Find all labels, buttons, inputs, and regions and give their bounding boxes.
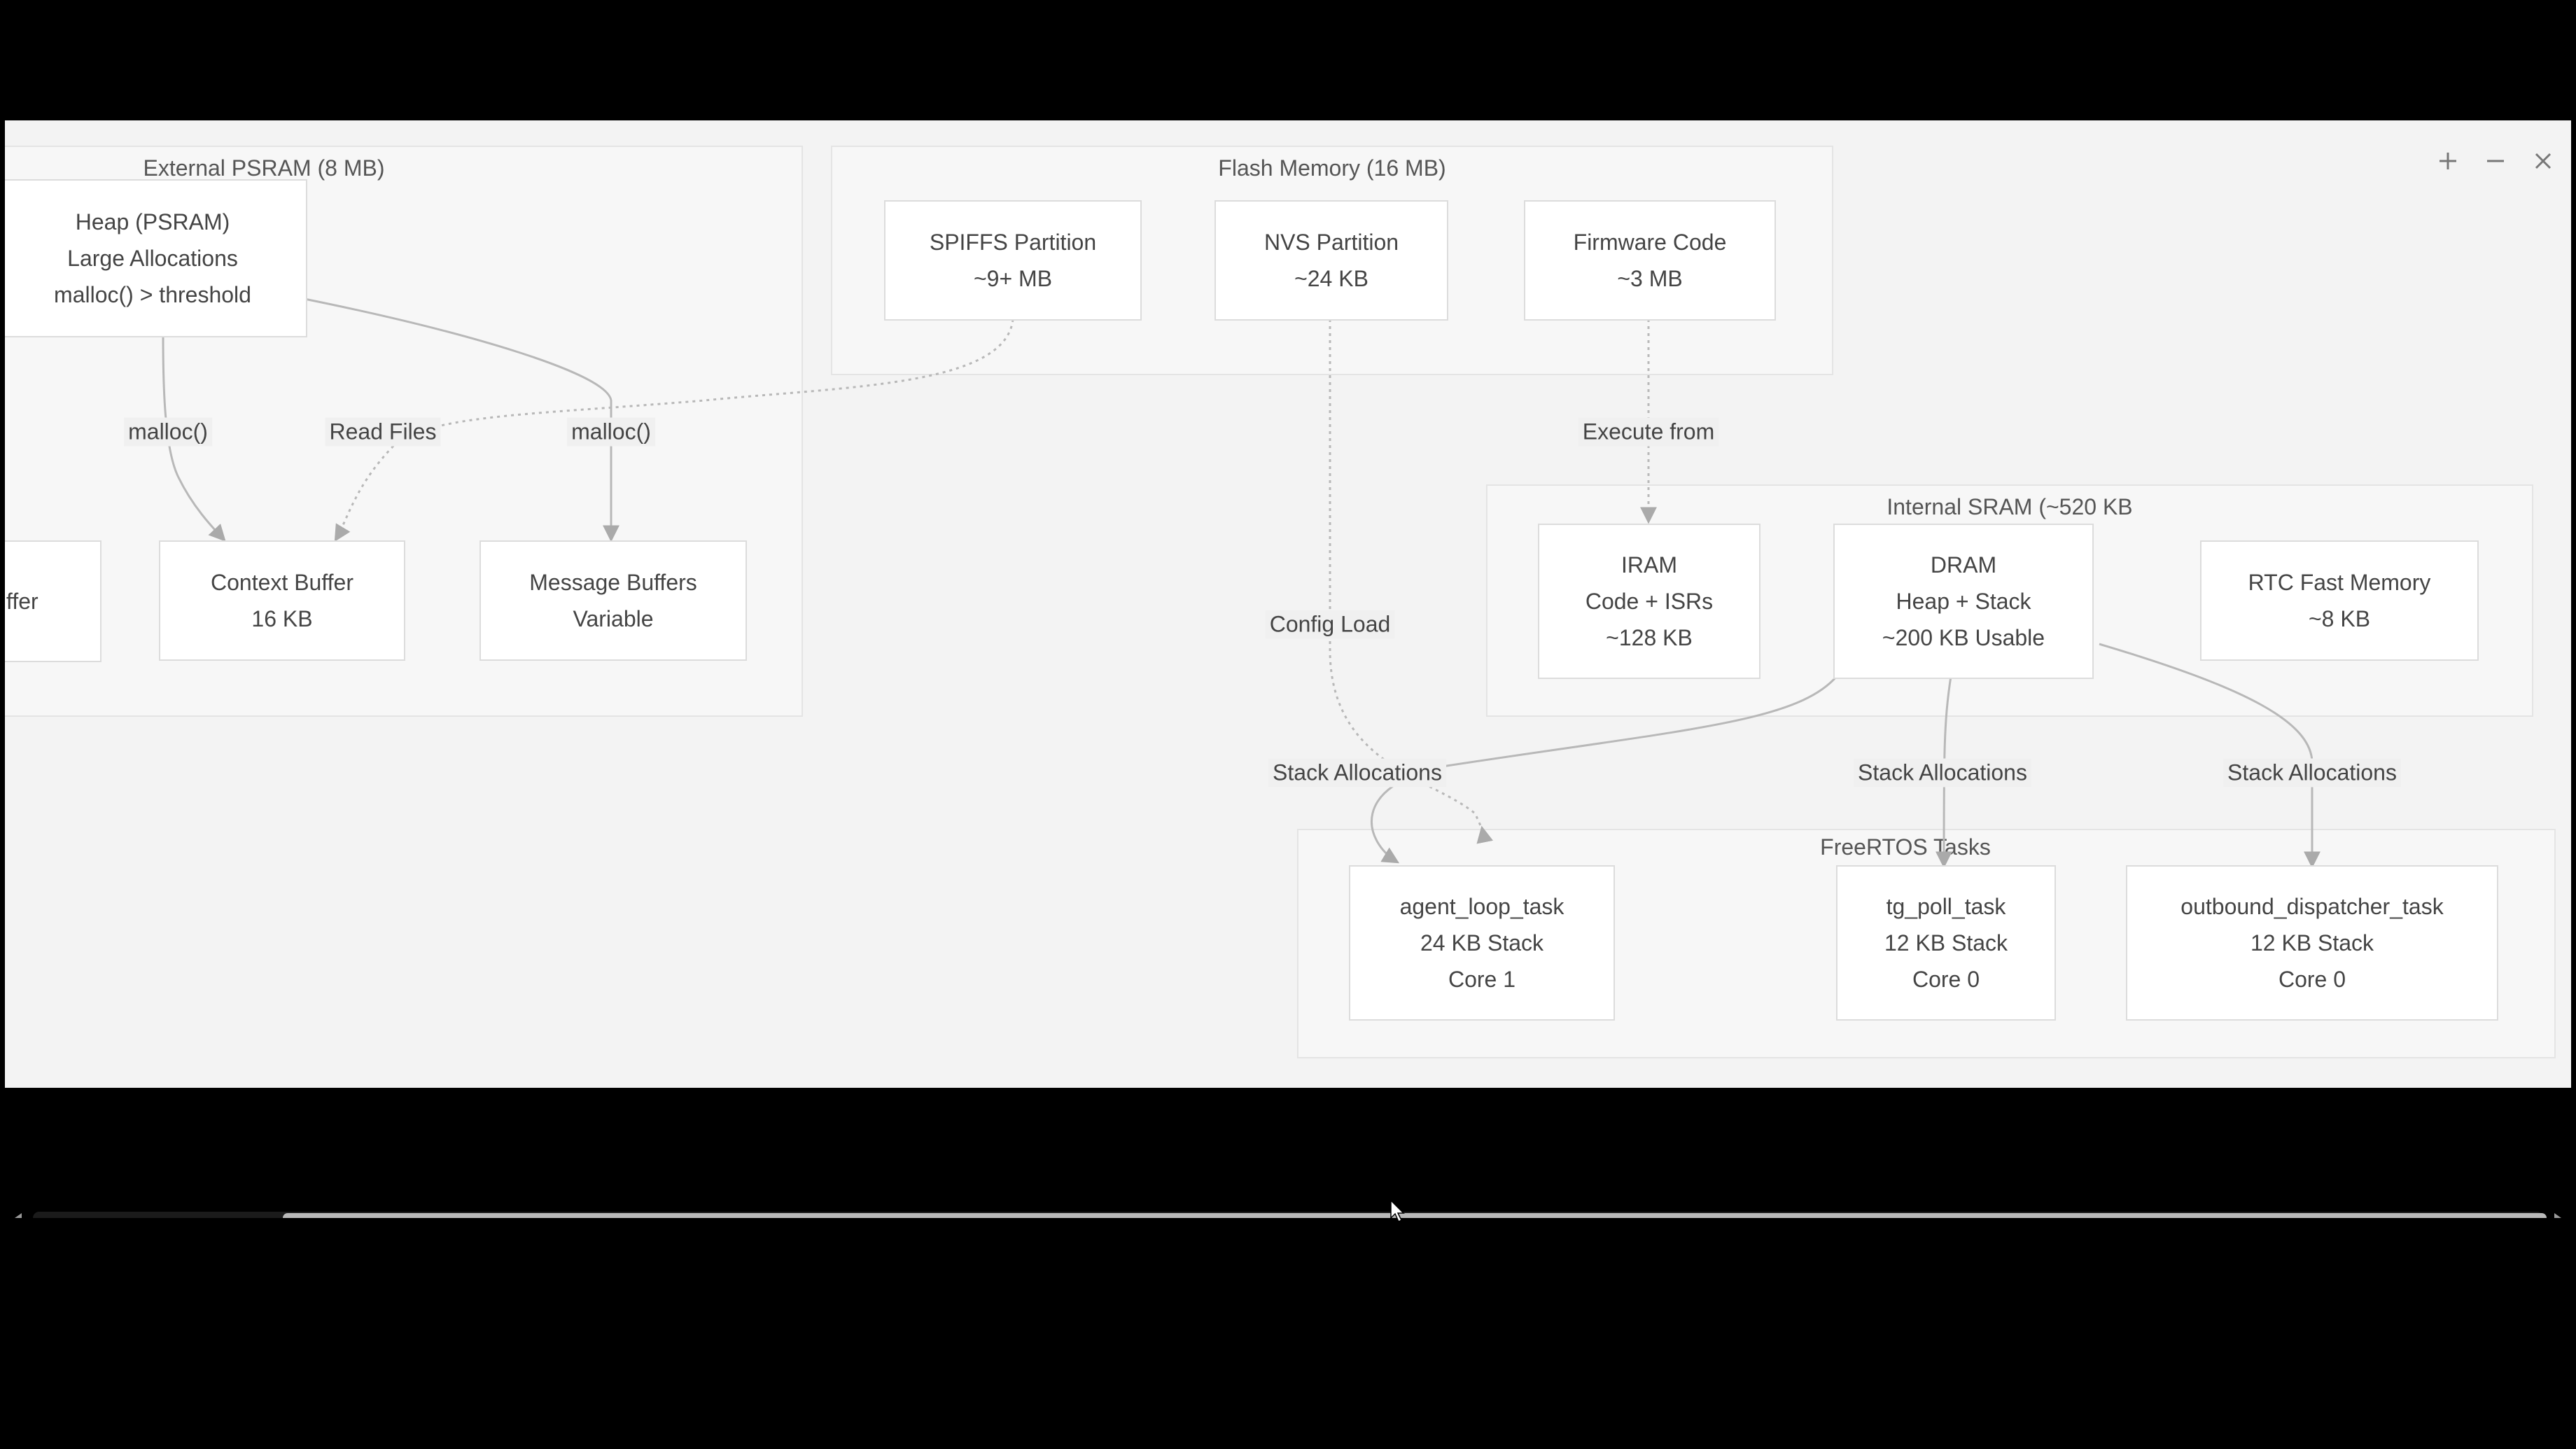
- close-icon: [2535, 153, 2552, 169]
- node-iram-line1: IRAM: [1621, 552, 1677, 578]
- node-context-buffer-line2: 16 KB: [251, 606, 313, 631]
- node-rtc-line2: ~8 KB: [2308, 606, 2371, 631]
- node-nvs[interactable]: NVS Partition ~24 KB: [1214, 200, 1448, 321]
- node-message-buffers[interactable]: Message Buffers Variable: [479, 540, 747, 661]
- node-agent-loop-line1: agent_loop_task: [1399, 894, 1564, 919]
- node-context-buffer[interactable]: Context Buffer 16 KB: [159, 540, 405, 661]
- node-tg-poll-line2: 12 KB Stack: [1884, 930, 2008, 955]
- node-heap-psram[interactable]: Heap (PSRAM) Large Allocations malloc() …: [5, 179, 307, 337]
- edge-label-config-load: Config Load: [1265, 610, 1395, 639]
- node-dram-line3: ~200 KB Usable: [1882, 625, 2045, 650]
- node-agent-loop-task[interactable]: agent_loop_task 24 KB Stack Core 1: [1349, 865, 1615, 1021]
- node-agent-loop-line3: Core 1: [1448, 967, 1516, 992]
- cluster-title-flash: Flash Memory (16 MB): [1218, 155, 1446, 181]
- edge-dram-to-outbound: [2099, 643, 2320, 869]
- zoom-in-button[interactable]: [2428, 141, 2468, 181]
- node-tg-poll-task[interactable]: tg_poll_task 12 KB Stack Core 0: [1836, 865, 2056, 1021]
- edge-layer: [162, 298, 2320, 869]
- node-iram-line3: ~128 KB: [1606, 625, 1693, 650]
- close-button[interactable]: [2524, 141, 2563, 181]
- node-iram-line2: Code + ISRs: [1585, 589, 1714, 614]
- node-dram-line1: DRAM: [1930, 552, 1997, 578]
- node-context-buffer-line1: Context Buffer: [211, 570, 354, 595]
- node-spiffs-line1: SPIFFS Partition: [929, 230, 1097, 255]
- node-outbound-line3: Core 0: [2278, 967, 2346, 992]
- node-firmware[interactable]: Firmware Code ~3 MB: [1524, 200, 1776, 321]
- node-dram[interactable]: DRAM Heap + Stack ~200 KB Usable: [1833, 524, 2094, 679]
- node-firmware-line1: Firmware Code: [1573, 230, 1727, 255]
- node-agent-loop-line2: 24 KB Stack: [1420, 930, 1544, 955]
- edge-label-stack-allocations-2: Stack Allocations: [1854, 758, 2031, 788]
- edge-heap-to-context: [162, 336, 226, 542]
- node-spiffs-line2: ~9+ MB: [973, 266, 1053, 291]
- edge-label-stack-allocations-3: Stack Allocations: [2223, 758, 2401, 788]
- edge-label-malloc-left: malloc(): [124, 417, 212, 447]
- node-dram-line2: Heap + Stack: [1896, 589, 2031, 614]
- node-partial-buffer[interactable]: ffer: [5, 540, 102, 662]
- edge-nvs-to-agent: [1329, 319, 1494, 844]
- node-heap-psram-line1: Heap (PSRAM): [75, 209, 230, 234]
- node-firmware-line2: ~3 MB: [1617, 266, 1683, 291]
- node-iram[interactable]: IRAM Code + ISRs ~128 KB: [1538, 524, 1760, 679]
- edge-dram-to-agent: [1371, 676, 1838, 864]
- diagram-viewer: External PSRAM (8 MB) Flash Memory (16 M…: [5, 0, 2571, 1218]
- node-tg-poll-line3: Core 0: [1912, 967, 1980, 992]
- minus-icon: [2487, 160, 2504, 162]
- scroll-left-arrow-icon[interactable]: [10, 1210, 26, 1218]
- node-nvs-line2: ~24 KB: [1294, 266, 1368, 291]
- edge-heap-to-messages: [304, 298, 620, 542]
- node-heap-psram-line3: malloc() > threshold: [54, 282, 251, 307]
- node-spiffs[interactable]: SPIFFS Partition ~9+ MB: [884, 200, 1142, 321]
- edge-label-stack-allocations-1: Stack Allocations: [1268, 758, 1446, 788]
- node-rtc-fast-memory[interactable]: RTC Fast Memory ~8 KB: [2200, 540, 2479, 661]
- zoom-out-button[interactable]: [2476, 141, 2515, 181]
- edge-label-malloc-right: malloc(): [567, 417, 655, 447]
- edge-label-execute-from: Execute from: [1578, 417, 1719, 447]
- mouse-cursor-icon: [1390, 1200, 1405, 1223]
- node-outbound-dispatcher-task[interactable]: outbound_dispatcher_task 12 KB Stack Cor…: [2126, 865, 2498, 1021]
- node-message-buffers-line2: Variable: [573, 606, 654, 631]
- node-tg-poll-line1: tg_poll_task: [1886, 894, 2006, 919]
- node-rtc-line1: RTC Fast Memory: [2248, 570, 2431, 595]
- edge-dram-to-tgpoll: [1935, 676, 1953, 869]
- node-message-buffers-line1: Message Buffers: [529, 570, 697, 595]
- cluster-title-tasks: FreeRTOS Tasks: [1820, 834, 1991, 860]
- plus-icon: [2440, 153, 2456, 169]
- horizontal-scrollbar[interactable]: [5, 1208, 2571, 1218]
- node-outbound-line1: outbound_dispatcher_task: [2180, 894, 2444, 919]
- node-partial-buffer-line1: ffer: [6, 589, 38, 614]
- scrollbar-thumb[interactable]: [283, 1213, 2547, 1218]
- edge-spiffs-to-context: [334, 318, 1014, 542]
- node-outbound-line2: 12 KB Stack: [2250, 930, 2374, 955]
- node-nvs-line1: NVS Partition: [1264, 230, 1399, 255]
- edge-label-read-files: Read Files: [325, 417, 441, 447]
- diagram-canvas[interactable]: External PSRAM (8 MB) Flash Memory (16 M…: [5, 120, 2571, 1088]
- node-heap-psram-line2: Large Allocations: [67, 246, 238, 271]
- cluster-title-sram: Internal SRAM (~520 KB: [1886, 494, 2133, 519]
- cluster-title-psram: External PSRAM (8 MB): [143, 155, 385, 181]
- scroll-right-arrow-icon[interactable]: [2550, 1210, 2566, 1218]
